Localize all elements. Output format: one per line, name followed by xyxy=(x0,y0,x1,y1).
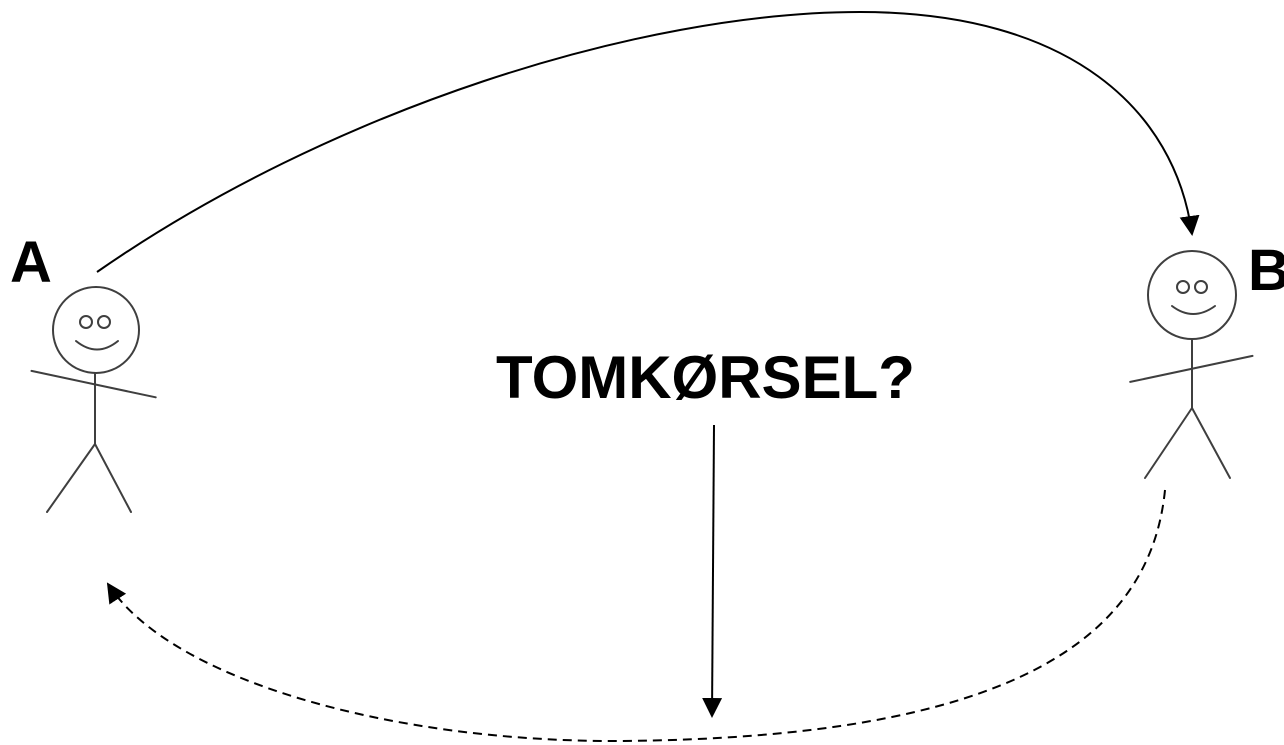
stick-figure-a-head xyxy=(52,286,140,374)
stick-figure-b-left-eye xyxy=(1176,280,1190,294)
arrow-a-to-b xyxy=(96,10,1200,273)
person-b-label: B xyxy=(1248,238,1284,303)
stick-figure-a-left-leg xyxy=(46,443,96,513)
arrow-question-down xyxy=(702,424,723,718)
stick-figure-b-arms xyxy=(1129,354,1254,383)
arrow-b-to-a xyxy=(106,489,1166,743)
stick-figure-a-smile xyxy=(75,340,119,351)
stick-figure-b-right-eye xyxy=(1194,280,1208,294)
stick-figure-a-right-leg xyxy=(94,443,132,513)
stick-figure-b-left-leg xyxy=(1144,407,1193,479)
stick-figure-a-right-eye xyxy=(97,315,111,329)
stick-figure-b-right-leg xyxy=(1191,407,1231,479)
stick-figure-a-left-eye xyxy=(79,315,93,329)
person-a-label: A xyxy=(10,230,52,295)
question-label: TOMKØRSEL? xyxy=(496,344,915,411)
stick-figure-a-arms xyxy=(30,369,157,399)
stick-figure-b-head xyxy=(1147,250,1237,340)
stick-figure-a xyxy=(30,286,157,513)
stick-figure-b-smile xyxy=(1171,305,1216,315)
stick-figure-b xyxy=(1129,250,1254,479)
